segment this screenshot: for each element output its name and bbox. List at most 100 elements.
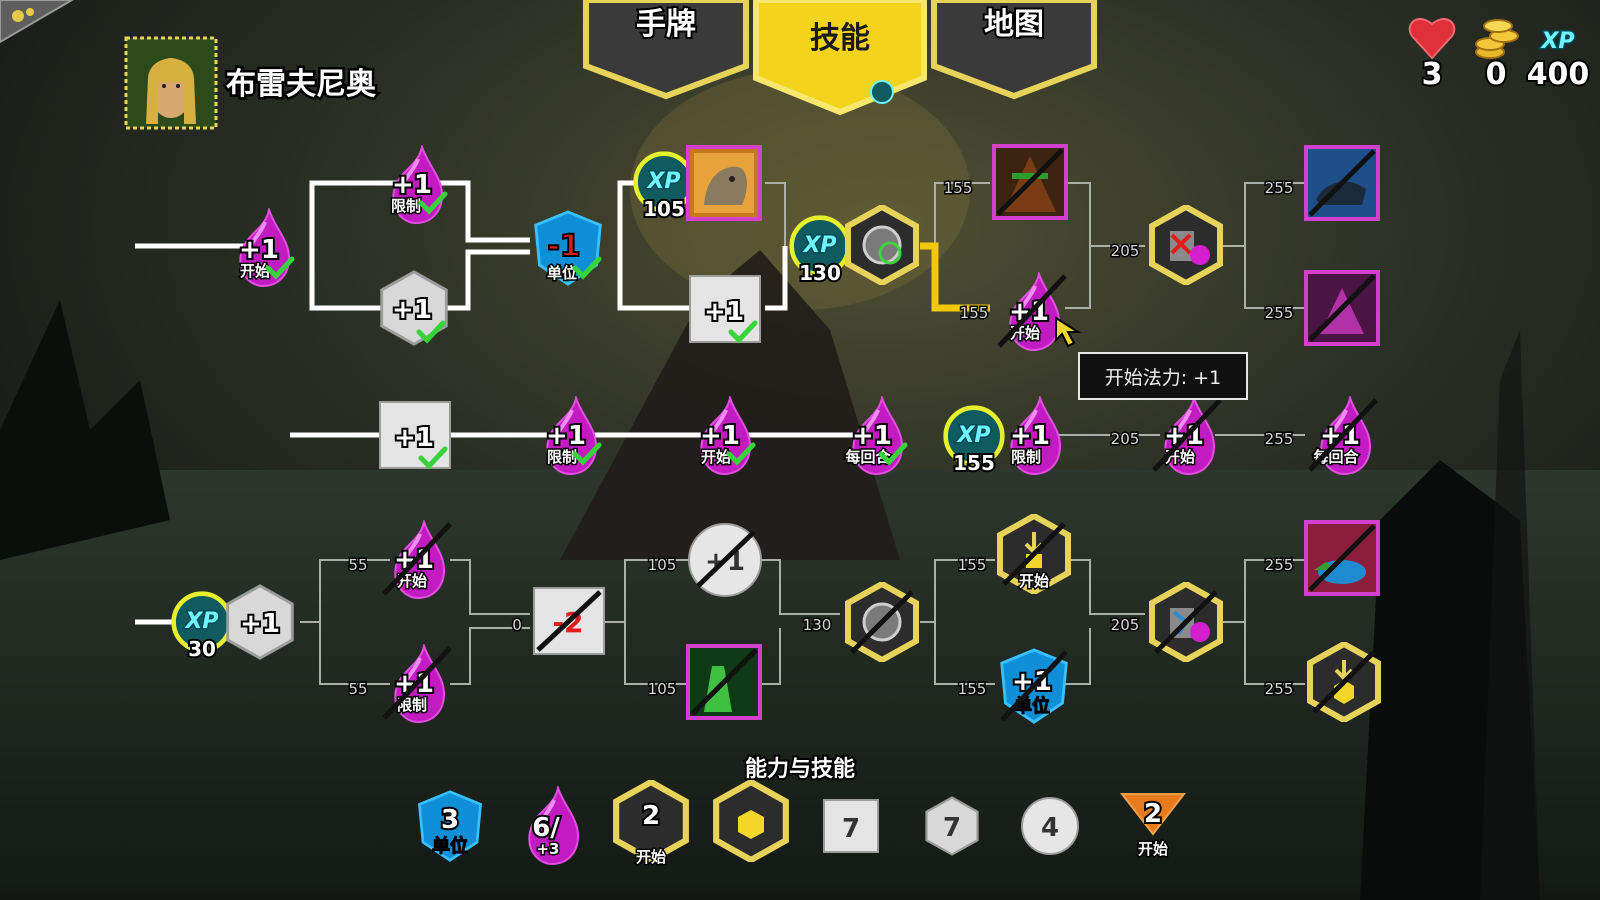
svg-text:技能: 技能 (810, 21, 870, 56)
svg-text:开始: 开始 (701, 448, 731, 466)
svg-text:2: 2 (1144, 799, 1162, 829)
node-r3-limit-locked[interactable]: +1 限制 (382, 644, 452, 724)
cost-r1-155b: 155 (960, 304, 989, 322)
node-r1-rat-portrait[interactable] (1304, 145, 1380, 221)
cost-r3-55b: 55 (348, 680, 367, 698)
node-r3-square-locked[interactable]: -2 (533, 587, 605, 655)
locked-connectors (300, 182, 1305, 685)
ability-hex-7[interactable]: 7 (925, 796, 979, 856)
node-r1-start-selected[interactable]: +1 开始 (997, 272, 1067, 352)
svg-text:+1: +1 (700, 421, 740, 451)
node-r3-draw-hex[interactable] (1310, 644, 1378, 720)
node-r2-per-turn-locked[interactable]: +1 每回合 (1308, 396, 1378, 476)
node-r2-per-turn[interactable]: +1 每回合 (844, 396, 905, 476)
svg-text:地图: 地图 (984, 7, 1044, 42)
node-r2-limit-2[interactable]: +1 限制 (1008, 396, 1062, 476)
cost-r3-105b: 105 (648, 680, 677, 698)
svg-text:4: 4 (1041, 813, 1059, 843)
svg-text:+1: +1 (392, 295, 432, 325)
health-value: 3 (1422, 57, 1443, 92)
node-r1-ban-hex[interactable] (1152, 207, 1220, 283)
svg-text:+1: +1 (240, 609, 280, 639)
svg-text:+1: +1 (1164, 421, 1204, 451)
node-r1-cycle-hex[interactable] (848, 207, 916, 283)
node-r3-xp30[interactable]: XP 30 (174, 594, 231, 663)
svg-text:XP: XP (183, 609, 218, 634)
node-r3-green-portrait[interactable] (686, 644, 762, 720)
node-r2-start-locked[interactable]: +1 开始 (1152, 396, 1222, 476)
node-r3-unit-locked[interactable]: +1 单位 (1000, 648, 1068, 724)
svg-text:限制: 限制 (1011, 448, 1041, 466)
node-r2-xp155[interactable]: XP 155 (946, 408, 1003, 477)
node-r1-square[interactable]: +1 (689, 275, 761, 343)
ability-draw-hex[interactable] (716, 782, 786, 860)
node-r1-xp130[interactable]: XP 130 (792, 218, 849, 287)
node-r3-run-hex[interactable] (1152, 584, 1220, 660)
abilities-title: 能力与技能 (745, 756, 855, 782)
tab-skills[interactable]: 技能 (753, 0, 927, 116)
svg-text:+1: +1 (852, 421, 892, 451)
node-r1-start[interactable]: +1 开始 (237, 208, 292, 288)
node-r3-draw-start[interactable]: 开始 (1000, 516, 1068, 592)
cost-r1-255b: 255 (1265, 304, 1294, 322)
gold-value: 0 (1486, 57, 1507, 92)
cost-r2-205: 205 (1111, 430, 1140, 448)
cost-r3-55a: 55 (348, 556, 367, 574)
node-r2-limit[interactable]: +1 限制 (544, 396, 599, 476)
svg-text:限制: 限制 (547, 448, 577, 466)
node-r3-hex[interactable]: +1 (226, 584, 294, 660)
node-r3-lake-portrait[interactable] (1304, 520, 1380, 596)
ability-unit[interactable]: 3 单位 (417, 790, 483, 862)
node-r1-tree-portrait[interactable] (992, 144, 1068, 220)
svg-text:限制: 限制 (391, 197, 421, 215)
svg-text:开始: 开始 (1138, 840, 1168, 858)
node-r2-start[interactable]: +1 开始 (698, 396, 753, 476)
svg-text:开始: 开始 (240, 262, 270, 280)
ability-mana[interactable]: 6/ +3 (527, 786, 580, 866)
svg-text:+3: +3 (536, 840, 559, 858)
node-r2-square[interactable]: +1 (379, 401, 451, 469)
svg-text:-1: -1 (547, 229, 580, 264)
pointer-hand-cursor-icon (1055, 316, 1082, 348)
cost-r1-155a: 155 (944, 179, 973, 197)
ability-square-7[interactable]: 7 (823, 799, 879, 853)
ability-circle-4[interactable]: 4 (1021, 797, 1079, 855)
svg-text:7: 7 (842, 814, 860, 844)
svg-text:+1: +1 (392, 170, 432, 200)
hero-name: 布雷夫尼奥 (226, 67, 376, 102)
node-r1-limit[interactable]: +1 限制 (389, 145, 445, 225)
cost-r3-130: 130 (803, 616, 832, 634)
svg-text:+1: +1 (239, 235, 279, 265)
svg-text:+1: +1 (394, 423, 434, 453)
cost-r3-255b: 255 (1265, 680, 1294, 698)
cost-r3-0: 0 (512, 616, 522, 634)
selected-path (920, 242, 990, 312)
node-r3-cycle-hex[interactable] (848, 584, 916, 660)
node-r3-circle-locked[interactable]: +1 (688, 523, 762, 597)
node-r3-start-locked[interactable]: +1 开始 (382, 520, 452, 600)
svg-text:XP: XP (801, 233, 836, 258)
svg-text:手牌: 手牌 (636, 7, 696, 42)
node-r1-shadow-portrait[interactable] (1304, 270, 1380, 346)
cost-r1-205: 205 (1111, 242, 1140, 260)
ability-start-2[interactable]: 2 开始 (1119, 793, 1187, 860)
svg-text:XP: XP (645, 169, 680, 194)
tab-map[interactable]: 地图 (931, 0, 1097, 100)
node-r1-unit[interactable]: -1 单位 (534, 210, 602, 286)
svg-text:6/: 6/ (532, 813, 560, 843)
node-r1-xp105[interactable]: XP 105 (636, 154, 693, 223)
menu-gear-icon[interactable] (0, 0, 74, 44)
svg-text:+1: +1 (1010, 421, 1050, 451)
svg-text:155: 155 (953, 451, 995, 475)
xp-icon: XP (1538, 28, 1576, 56)
svg-text:开始: 开始 (1019, 572, 1049, 590)
svg-text:开始: 开始 (636, 848, 666, 866)
ability-draw-start[interactable]: 2 开始 (616, 782, 686, 868)
cost-r1-255a: 255 (1265, 179, 1294, 197)
cost-r3-255a: 255 (1265, 556, 1294, 574)
tab-hand[interactable]: 手牌 (583, 0, 749, 100)
node-r1-hex[interactable]: +1 (380, 270, 448, 346)
node-r1-beast-portrait[interactable] (686, 145, 762, 221)
xp-value: 400 (1527, 57, 1590, 92)
cost-r2-255: 255 (1265, 430, 1294, 448)
